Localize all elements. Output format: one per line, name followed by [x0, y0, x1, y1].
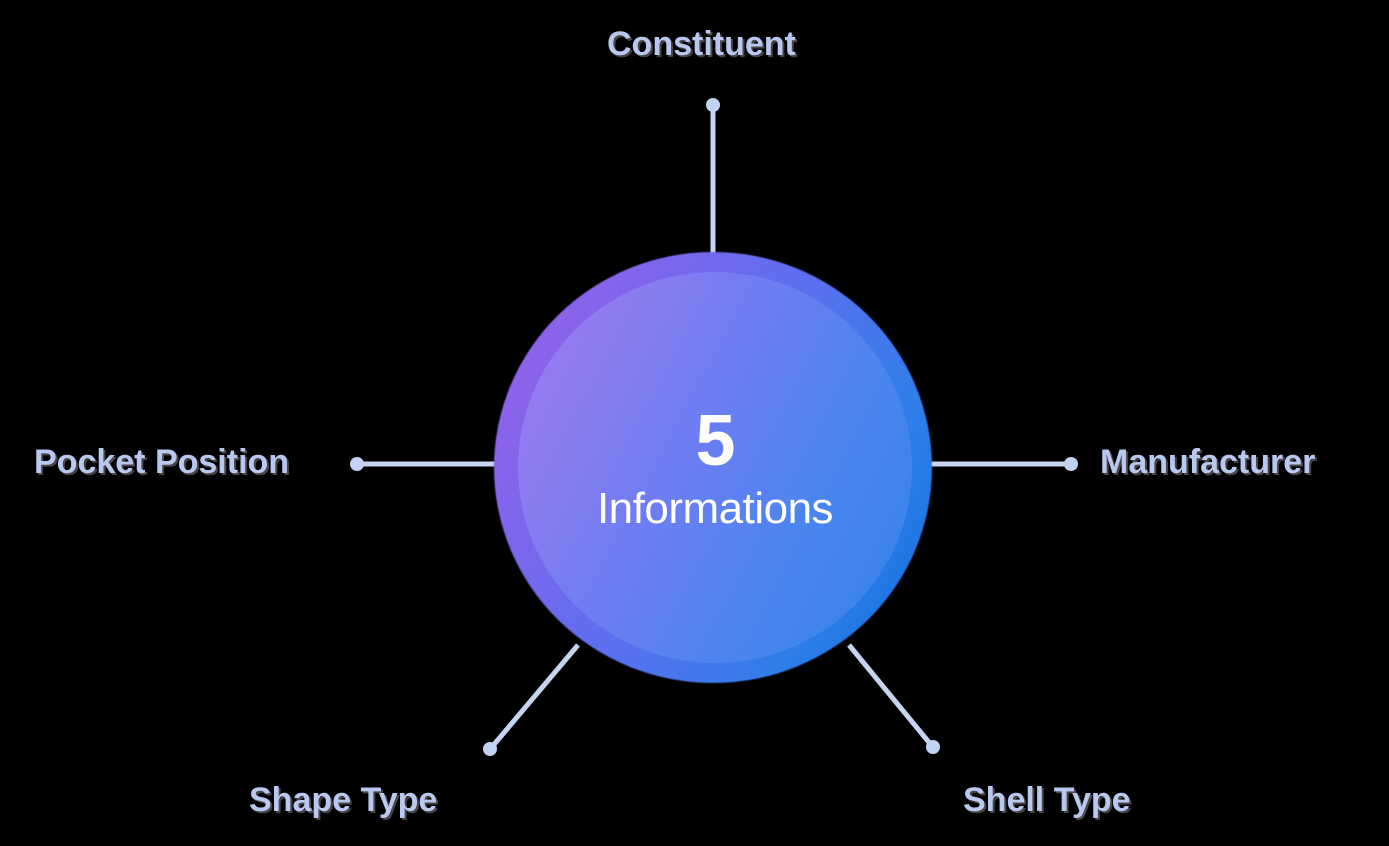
spoke-label-constituent: Constituent: [607, 25, 796, 63]
connector-dot-right: [1064, 457, 1078, 471]
connector-line-bottom-right: [847, 643, 934, 748]
connector-dot-top: [706, 98, 720, 112]
connector-dot-bottom-left: [483, 742, 497, 756]
spoke-label-pocket-position: Pocket Position: [34, 443, 290, 481]
connector-line-bottom-left: [489, 643, 580, 750]
spoke-label-shape-type: Shape Type: [249, 781, 438, 819]
connector-dot-bottom-right: [926, 740, 940, 754]
hub-count: 5: [695, 400, 735, 481]
hub-caption: Informations: [596, 483, 834, 533]
spoke-label-shell-type: Shell Type: [963, 781, 1131, 819]
connector-dot-left: [350, 457, 364, 471]
spoke-label-manufacturer: Manufacturer: [1100, 443, 1316, 481]
hub-circle: 5 Informations: [518, 272, 912, 663]
